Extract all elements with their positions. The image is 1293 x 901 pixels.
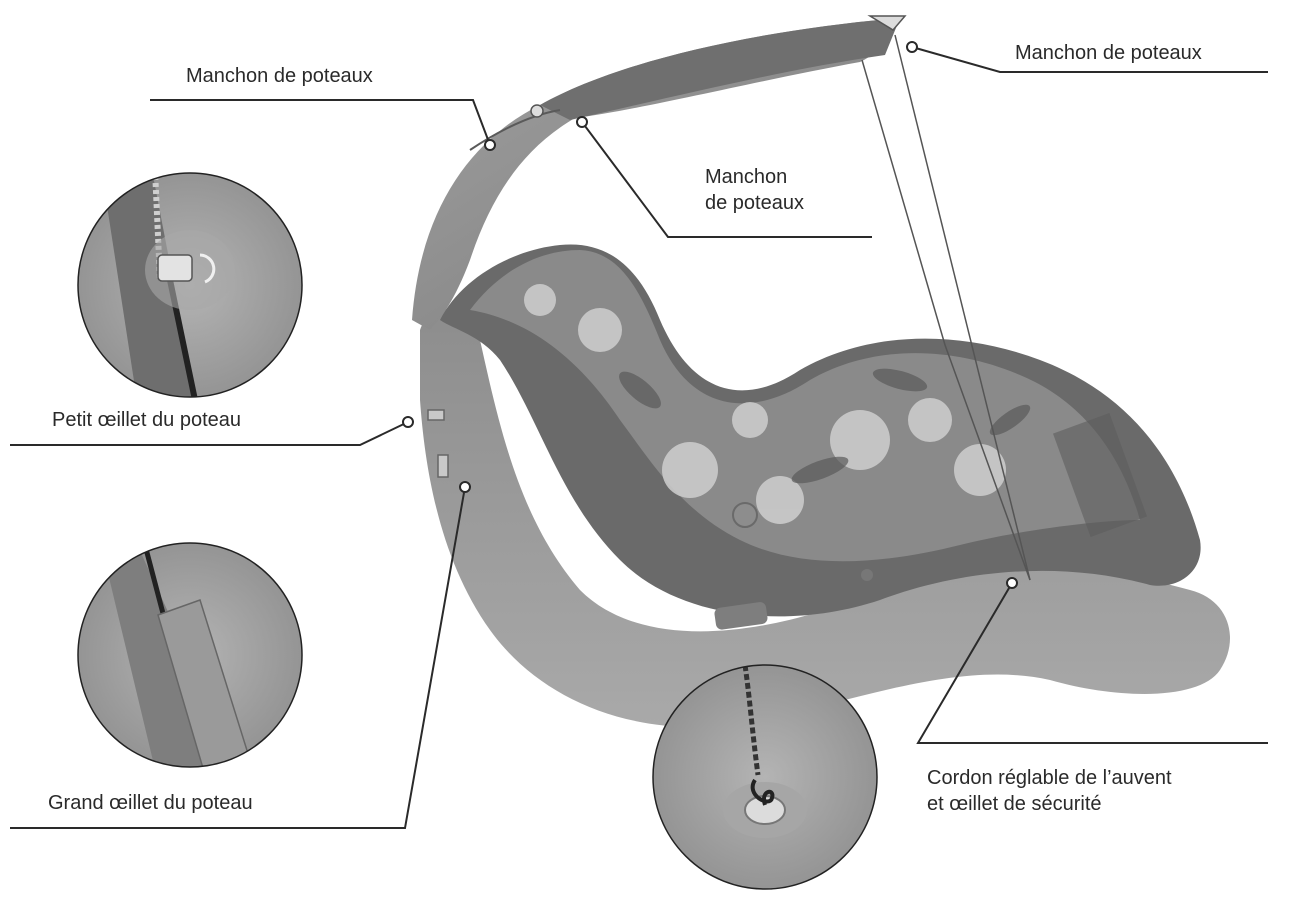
label-large-grommet: Grand œillet du poteau xyxy=(48,790,253,816)
label-sleeve-left: Manchon de poteaux xyxy=(186,63,373,89)
inset-large-grommet xyxy=(78,540,302,790)
label-sleeve-middle: Manchon de poteaux xyxy=(705,164,804,216)
label-cord-line1: Cordon réglable de l’auvent xyxy=(927,765,1172,791)
label-sleeve-right: Manchon de poteaux xyxy=(1015,40,1202,66)
label-cord-line2: et œillet de sécurité xyxy=(927,791,1172,817)
inset-cord-hook xyxy=(653,665,877,889)
label-cord: Cordon réglable de l’auvent et œillet de… xyxy=(927,765,1172,817)
label-sleeve-middle-line1: Manchon xyxy=(705,164,804,190)
label-sleeve-middle-line2: de poteaux xyxy=(705,190,804,216)
float-body xyxy=(420,244,1230,727)
inset-small-grommet xyxy=(78,160,302,420)
label-small-grommet: Petit œillet du poteau xyxy=(52,407,241,433)
